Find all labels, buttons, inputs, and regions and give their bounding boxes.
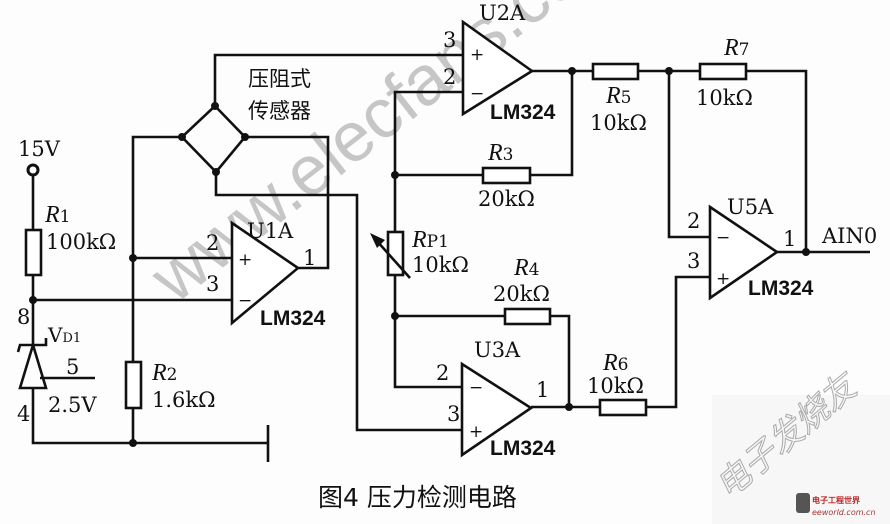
resistor-r4 <box>503 307 552 326</box>
vd1-ref: VD1 <box>47 323 81 347</box>
rp1-value: 10kΩ <box>412 253 469 277</box>
u5a-pin-plus: 3 <box>687 249 700 273</box>
svg-text:+: + <box>716 269 730 289</box>
svg-text:−: − <box>716 228 730 248</box>
u1a-pin-minus: 3 <box>206 272 219 296</box>
r1-value: 100kΩ <box>46 230 116 254</box>
resistor-r5 <box>591 62 640 81</box>
potentiometer-arrow-icon <box>370 233 411 279</box>
u2a-ref: U2A <box>479 1 526 25</box>
u3a-pin-minus: 2 <box>436 361 449 385</box>
u3a-pin-out: 1 <box>536 378 549 402</box>
r6-value: 10kΩ <box>587 374 644 398</box>
u1a-part: LM324 <box>260 307 326 330</box>
u1a-pin-out: 1 <box>303 246 316 270</box>
u5a-pin-out: 1 <box>783 227 796 251</box>
svg-text:−: − <box>470 84 484 104</box>
resistor-r7 <box>698 62 748 81</box>
opamp-u2a <box>461 19 535 117</box>
rp1-ref: RP1 <box>411 227 449 253</box>
vd1-pin-top: 8 <box>17 305 30 329</box>
r2-value: 1.6kΩ <box>152 388 216 412</box>
opamp-u1a <box>230 220 301 326</box>
vd1-pin-adj: 5 <box>66 355 79 379</box>
svg-text:电子工程世界: 电子工程世界 <box>812 495 861 505</box>
r3-ref: R3 <box>487 140 514 166</box>
opamp-u5a <box>708 204 780 301</box>
u2a-pin-plus: 3 <box>443 28 456 52</box>
u3a-pin-plus: 3 <box>447 402 460 426</box>
opamp-polarity-marks: + − + − − + − + <box>238 45 730 442</box>
figure-caption: 图4 压力检测电路 <box>318 483 517 512</box>
zener-diode-vd1 <box>16 338 48 390</box>
svg-text:+: + <box>238 250 252 270</box>
r4-value: 20kΩ <box>493 282 550 306</box>
u2a-pin-minus: 2 <box>443 65 456 89</box>
sensor-label-line1: 压阻式 <box>248 67 311 91</box>
r3-value: 20kΩ <box>478 187 535 211</box>
svg-text:−: − <box>469 378 483 398</box>
r1-ref: R1 <box>44 202 71 228</box>
r4-ref: R4 <box>513 255 540 281</box>
u3a-ref: U3A <box>474 338 521 362</box>
r6-ref: R6 <box>602 350 629 376</box>
junctions <box>29 67 810 447</box>
u5a-pin-minus: 2 <box>687 209 700 233</box>
r7-ref: R7 <box>723 35 750 61</box>
r5-value: 10kΩ <box>590 111 647 135</box>
u5a-part: LM324 <box>748 277 814 300</box>
resistor-r1 <box>24 228 43 277</box>
supply-terminal <box>26 163 40 177</box>
u2a-part: LM324 <box>490 101 556 124</box>
u1a-pin-plus: 2 <box>206 231 219 255</box>
vd1-pin-bottom: 4 <box>17 402 30 426</box>
resistor-r2 <box>124 360 143 410</box>
u5a-ref: U5A <box>727 195 774 219</box>
sensor-bridge <box>180 104 247 174</box>
resistor-r3 <box>481 166 532 185</box>
opamp-u3a <box>460 361 534 458</box>
r2-ref: R2 <box>151 360 178 386</box>
r5-ref: R5 <box>605 83 632 109</box>
sensor-label-line2: 传感器 <box>248 99 311 123</box>
supply-label: 15V <box>18 137 61 161</box>
vd1-value: 2.5V <box>48 393 97 417</box>
svg-text:−: − <box>238 291 252 311</box>
resistor-r6 <box>598 398 648 417</box>
svg-text:+: + <box>469 422 483 442</box>
u1a-ref: U1A <box>247 219 294 243</box>
svg-text:+: + <box>470 45 484 65</box>
output-net-label: AIN0 <box>821 224 877 248</box>
u3a-part: LM324 <box>490 437 556 460</box>
r7-value: 10kΩ <box>696 86 753 110</box>
svg-text:eeworld.com.cn: eeworld.com.cn <box>812 508 876 517</box>
eeworld-logo: 电子工程世界 eeworld.com.cn <box>796 493 876 517</box>
